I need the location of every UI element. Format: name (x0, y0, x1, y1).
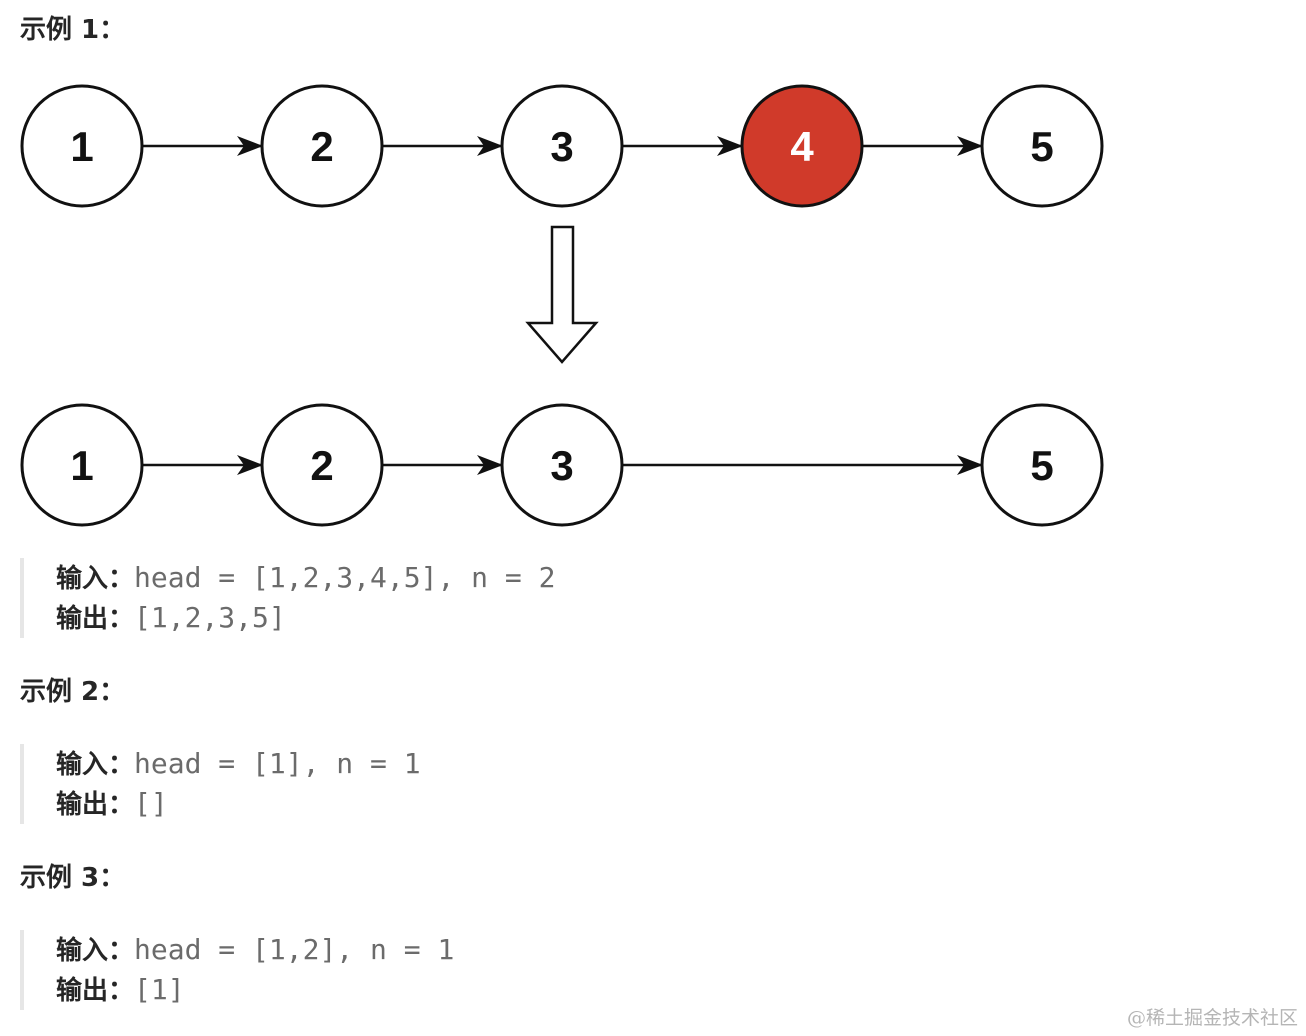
linked-list-diagram: 1 2 3 4 5 1 2 3 5 (20, 84, 1104, 527)
top-node-1-label: 1 (70, 123, 93, 170)
output-value: [] (134, 787, 168, 820)
top-node-4-label: 4 (790, 123, 814, 170)
bottom-node-5-label: 5 (1030, 442, 1053, 489)
transform-down-arrow-icon (525, 225, 599, 364)
bottom-node-3: 3 (500, 403, 624, 527)
input-value: head = [1,2,3,4,5], n = 2 (134, 561, 556, 594)
example-2-input-line: 输入：head = [1], n = 1 (56, 744, 1056, 784)
top-node-5: 5 (980, 84, 1104, 208)
example-3-input-line: 输入：head = [1,2], n = 1 (56, 930, 1056, 970)
top-node-4-removed: 4 (740, 84, 864, 208)
top-node-3: 3 (500, 84, 624, 208)
bottom-node-5: 5 (980, 403, 1104, 527)
bottom-node-1-label: 1 (70, 442, 93, 489)
output-value: [1] (134, 973, 185, 1006)
example-1-output-line: 输出：[1,2,3,5] (56, 598, 1056, 638)
input-value: head = [1], n = 1 (134, 747, 421, 780)
output-label: 输出： (56, 976, 135, 1006)
example-1-input-line: 输入：head = [1,2,3,4,5], n = 2 (56, 558, 1056, 598)
output-value: [1,2,3,5] (134, 601, 286, 634)
top-node-2-label: 2 (310, 123, 333, 170)
top-node-2: 2 (260, 84, 384, 208)
bottom-node-1: 1 (20, 403, 144, 527)
bottom-node-3-label: 3 (550, 442, 573, 489)
example-3-io-block: 输入：head = [1,2], n = 1 输出：[1] (20, 930, 1056, 1010)
example-2-output-line: 输出：[] (56, 784, 1056, 824)
watermark: @稀土掘金技术社区 (1126, 1007, 1298, 1029)
top-node-3-label: 3 (550, 123, 573, 170)
example-1-io-block: 输入：head = [1,2,3,4,5], n = 2 输出：[1,2,3,5… (20, 558, 1056, 638)
example-2-heading: 示例 2： (20, 677, 126, 707)
top-node-5-label: 5 (1030, 123, 1053, 170)
example-1-heading: 示例 1： (20, 15, 126, 45)
input-label: 输入： (56, 750, 135, 780)
bottom-node-2: 2 (260, 403, 384, 527)
bottom-node-2-label: 2 (310, 442, 333, 489)
example-2-io-block: 输入：head = [1], n = 1 输出：[] (20, 744, 1056, 824)
input-value: head = [1,2], n = 1 (134, 933, 455, 966)
example-3-heading: 示例 3： (20, 863, 126, 893)
input-label: 输入： (56, 564, 135, 594)
input-label: 输入： (56, 936, 135, 966)
output-label: 输出： (56, 604, 135, 634)
top-node-1: 1 (20, 84, 144, 208)
example-3-output-line: 输出：[1] (56, 970, 1056, 1010)
output-label: 输出： (56, 790, 135, 820)
